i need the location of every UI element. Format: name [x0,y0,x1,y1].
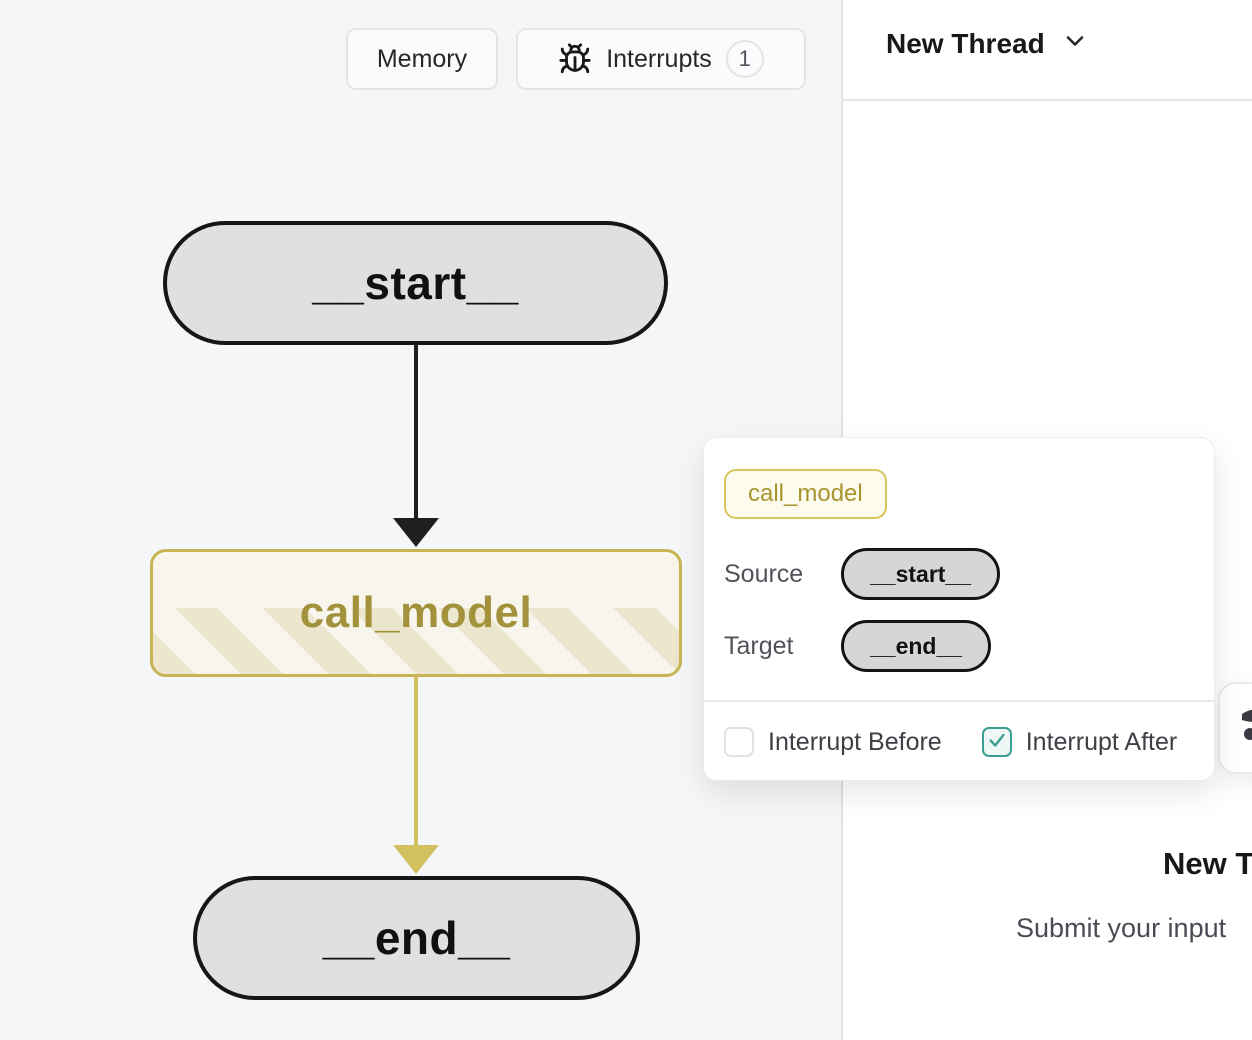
corner-action-card[interactable] [1218,682,1252,774]
popover-divider [704,700,1214,702]
thread-empty-title: New Thread [1163,846,1252,881]
edge-callmodel-to-end [414,677,418,847]
interrupts-button-label: Interrupts [606,44,712,73]
target-node-pill: __end__ [841,620,992,672]
memory-button-label: Memory [376,44,468,73]
interrupt-before-checkbox[interactable] [724,727,754,757]
graph-node-start-label: __start__ [312,257,519,309]
bug-icon [558,42,592,76]
chevron-down-icon [1061,27,1089,60]
graph-node-end[interactable]: __end__ [193,876,640,1000]
target-label: Target [724,631,794,660]
thread-selector[interactable]: New Thread [886,27,1089,60]
popover-footer: Interrupt Before Interrupt After [724,723,1203,761]
source-node-pill: __start__ [841,548,1001,600]
popover-source-row: Source __start__ [724,548,1001,600]
edge-start-to-callmodel [414,345,418,519]
node-details-popover: call_model Source __start__ Target __end… [703,437,1215,781]
source-label: Source [724,559,804,588]
popover-target-row: Target __end__ [724,620,992,672]
graph-node-call-model-label: call_model [299,588,533,637]
graph-canvas[interactable]: Memory Interrupts 1 __start__ call_model… [0,0,841,1040]
interrupts-button[interactable]: Interrupts 1 [516,28,806,90]
graph-node-end-label: __end__ [322,912,511,964]
interrupt-before-label[interactable]: Interrupt Before [768,727,942,756]
interrupt-stripes-overlay [153,608,679,674]
interrupt-after-checkbox[interactable] [981,727,1012,757]
interrupt-after-label[interactable]: Interrupt After [1025,727,1178,756]
thread-header-divider [843,99,1252,101]
thread-title: New Thread [886,27,1045,59]
memory-button[interactable]: Memory [346,28,498,90]
interrupts-count-badge: 1 [725,40,764,78]
popover-node-chip: call_model [724,469,887,519]
graph-node-start[interactable]: __start__ [163,221,668,345]
clipped-dark-icon [1240,704,1252,753]
arrowhead-callmodel-to-end [393,845,439,874]
thread-empty-subtitle: Submit your input [1016,913,1227,943]
graph-node-call-model[interactable]: call_model [150,549,682,677]
check-icon [986,729,1008,756]
arrowhead-start-to-callmodel [393,518,439,547]
